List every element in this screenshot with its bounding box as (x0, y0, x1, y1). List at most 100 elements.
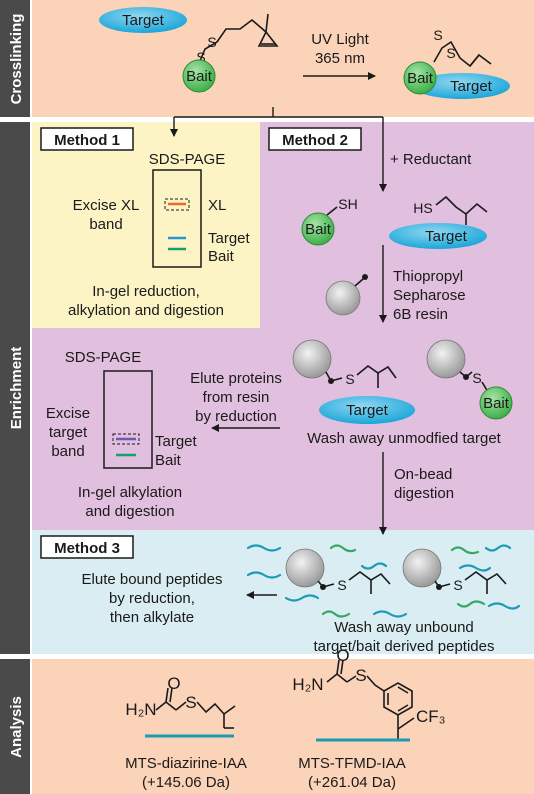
method2-note-line1: In-gel alkylation (78, 484, 182, 501)
free-peptides (246, 544, 521, 618)
method2-title: Method 2 (282, 132, 348, 149)
method3-s-2: S (453, 577, 462, 593)
crosslinked-product-linker (433, 40, 492, 68)
sidebar-label-enrichment: Enrichment (8, 347, 25, 430)
product-bait-label: Bait (407, 70, 434, 87)
method3-elute-line2: by reduction, (109, 590, 195, 607)
method1-excise-line1: Excise XL (73, 197, 140, 214)
method1-title: Method 1 (54, 132, 120, 149)
method1-note-line2: alkylation and digestion (68, 302, 224, 319)
bound-bait (479, 386, 513, 420)
uv-wavelength-label: 365 nm (315, 50, 365, 67)
bound-bait-label: Bait (483, 395, 510, 412)
product-s-2: S (446, 45, 455, 61)
reagent1-s: S (185, 693, 196, 712)
method3-title: Method 3 (54, 540, 120, 557)
target-protein (99, 7, 187, 33)
bait-label: Bait (186, 68, 213, 85)
bound-target-label: Target (346, 402, 389, 419)
elute-line1: Elute proteins (190, 370, 282, 387)
method2-gel-bait-label: Bait (155, 452, 182, 469)
method3-peptide-linker-2 (434, 571, 507, 594)
method2-gel (103, 370, 153, 469)
reduced-target-label: Target (425, 228, 468, 245)
method3-title-box (40, 535, 134, 559)
product-s-1: S (433, 27, 442, 43)
method2-excise-line3: band (51, 443, 84, 460)
sidebar-label-crosslinking: Crosslinking (8, 14, 25, 105)
target-label: Target (122, 12, 165, 29)
method1-xl-label: XL (208, 197, 226, 214)
resin-bead-target (292, 339, 332, 379)
bound-target (319, 396, 415, 424)
method3-wash-line1: Wash away unbound (334, 619, 474, 636)
method2-reductant: + Reductant (390, 151, 472, 168)
method2-gel-target-label: Target (155, 433, 198, 450)
method1-title-box (40, 127, 134, 151)
probe-s-1: S (207, 34, 216, 50)
method3-s-1: S (337, 577, 346, 593)
diazirine-probe (199, 13, 279, 62)
reagent1-h2n: H₂N (125, 700, 156, 719)
product-target-label: Target (450, 78, 493, 95)
reagent2-structure (326, 659, 415, 740)
sidebar-enrichment (0, 122, 30, 654)
reagent1-structure (155, 687, 236, 729)
method3-bead-2 (402, 548, 442, 588)
sidebar-label-analysis: Analysis (8, 696, 25, 758)
wash-unmodified-target: Wash away unmodfied target (307, 430, 502, 447)
bait-sh-label: SH (338, 196, 357, 212)
bait-protein (182, 59, 216, 93)
target-hs-label: HS (413, 200, 432, 216)
method1-gel (152, 169, 202, 268)
reagent2-s: S (355, 666, 366, 685)
sidebar-crosslinking (0, 0, 30, 117)
method2-excise-line1: Excise (46, 405, 90, 422)
method1-panel (32, 122, 260, 328)
method3-elute-line1: Elute bound peptides (82, 571, 223, 588)
reagent2-o: O (336, 646, 349, 665)
method3-bead-1 (285, 548, 325, 588)
target-thiol-linker (435, 195, 488, 225)
method1-excise-box (164, 198, 190, 211)
resin-bead (325, 280, 361, 316)
resin-line1: Thiopropyl (393, 268, 463, 285)
method3-elute-line3: then alkylate (110, 609, 194, 626)
reagent1-mass: (+145.06 Da) (142, 774, 230, 791)
reagent2-cf3: CF₃ (416, 707, 446, 726)
method1-excise-line2: band (89, 216, 122, 233)
elute-line3: by reduction (195, 408, 277, 425)
elute-line2: from resin (203, 389, 270, 406)
split-connector (174, 107, 383, 118)
probe-s-2: S (196, 49, 205, 65)
resin-bead-bait (426, 339, 466, 379)
resin-bait-s: S (472, 370, 481, 386)
method3-wash-line2: target/bait derived peptides (314, 638, 495, 655)
method2-excise-box (112, 433, 140, 445)
reagent1-name: MTS-diazirine-IAA (125, 755, 247, 772)
method1-bait-label: Bait (208, 248, 235, 265)
reduced-bait-label: Bait (305, 221, 332, 238)
product-target (414, 73, 510, 99)
onbead-line1: On-bead (394, 466, 452, 483)
method2-title-box (268, 127, 362, 151)
reagent1-o: O (167, 674, 180, 693)
reagent2-mass: (+261.04 Da) (308, 774, 396, 791)
reagent2-h2n: H₂N (292, 675, 323, 694)
resin-linker (354, 278, 364, 287)
product-bait (403, 61, 437, 95)
method1-note-line1: In-gel reduction, (92, 283, 200, 300)
method2-note-line2: and digestion (85, 503, 174, 520)
method3-peptide-linker-1 (317, 571, 391, 594)
resin-linker-dot (362, 274, 368, 280)
method1-target-label: Target (208, 230, 251, 247)
method1-gel-title: SDS-PAGE (149, 151, 225, 168)
reduced-target (389, 223, 487, 249)
method2-gel-title: SDS-PAGE (65, 349, 141, 366)
analysis-section (32, 659, 534, 794)
resin-target-linker (325, 364, 397, 388)
uv-light-label: UV Light (311, 31, 369, 48)
resin-line3: 6B resin (393, 306, 448, 323)
resin-target-s: S (345, 371, 354, 387)
